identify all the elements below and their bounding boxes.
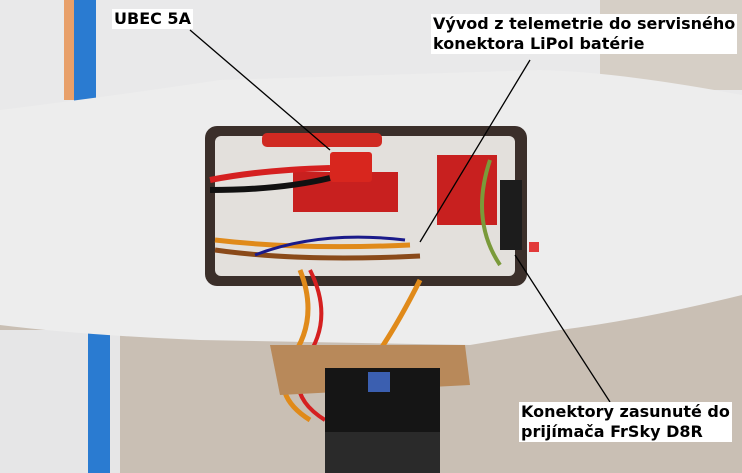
receiver-side xyxy=(325,432,440,473)
label-receiver-connectors: Konektory zasunuté do prijímača FrSky D8… xyxy=(519,402,732,442)
deans-connector xyxy=(330,152,372,182)
wire-black xyxy=(209,175,331,193)
ubec-module xyxy=(262,133,382,147)
wire-red xyxy=(209,165,331,183)
callout-line-connectors xyxy=(514,254,611,403)
callout-line-ubec xyxy=(189,29,331,151)
label-ubec: UBEC 5A xyxy=(112,9,193,29)
wire-green xyxy=(480,159,502,267)
blue-tape-bottom xyxy=(88,330,110,473)
wire-brown xyxy=(214,247,421,261)
receiver-sticker xyxy=(368,372,390,392)
callout-line-telemetry xyxy=(419,59,531,243)
servo-connectors xyxy=(500,180,522,250)
red-marker xyxy=(529,242,539,252)
wire-blue xyxy=(254,235,406,257)
wire-twist-3 xyxy=(377,278,423,352)
blue-tape-top xyxy=(74,0,96,105)
wing-edge xyxy=(64,0,74,100)
wire-orange xyxy=(214,237,411,250)
label-telemetry-lead: Vývod z telemetrie do servisného konekto… xyxy=(431,14,738,54)
